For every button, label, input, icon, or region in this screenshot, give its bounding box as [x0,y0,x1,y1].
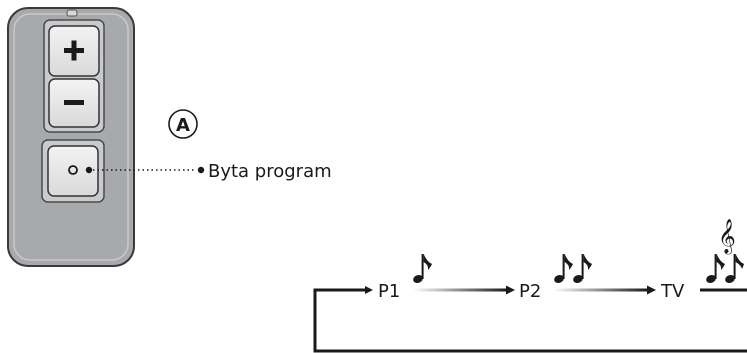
step-p1-label: P1 [378,281,400,302]
callout-end-dot [197,166,205,174]
program-callout: Byta program [85,161,332,182]
plus-icon [64,40,84,61]
step-p2-label: P2 [519,281,541,302]
program-button[interactable] [47,145,99,197]
loop-arrowhead [365,286,373,294]
callout-label: Byta program [208,161,332,182]
marker-a-label: A [176,115,190,136]
arrow-tv-out [700,288,747,292]
volume-up-button[interactable] [48,25,100,77]
callout-start-dot [85,166,93,174]
circle-icon [68,165,78,175]
marker-a: A [168,109,198,139]
step-tv-label: TV [660,281,685,302]
double-eighth-note-icon [554,254,592,283]
treble-clef-notes-icon: 𝄞 [706,219,744,283]
program-cycle: P1 P2 TV 𝄞 [313,219,747,353]
eighth-note-icon [413,254,432,283]
lanyard-slot [66,9,78,17]
arrow-p2-tv [553,288,648,292]
volume-down-button[interactable] [48,78,100,128]
svg-text:𝄞: 𝄞 [718,219,736,255]
loop-return-line [313,288,747,353]
minus-icon [64,100,84,105]
arrow-p1-p2 [413,288,507,292]
remote-control [7,7,135,267]
